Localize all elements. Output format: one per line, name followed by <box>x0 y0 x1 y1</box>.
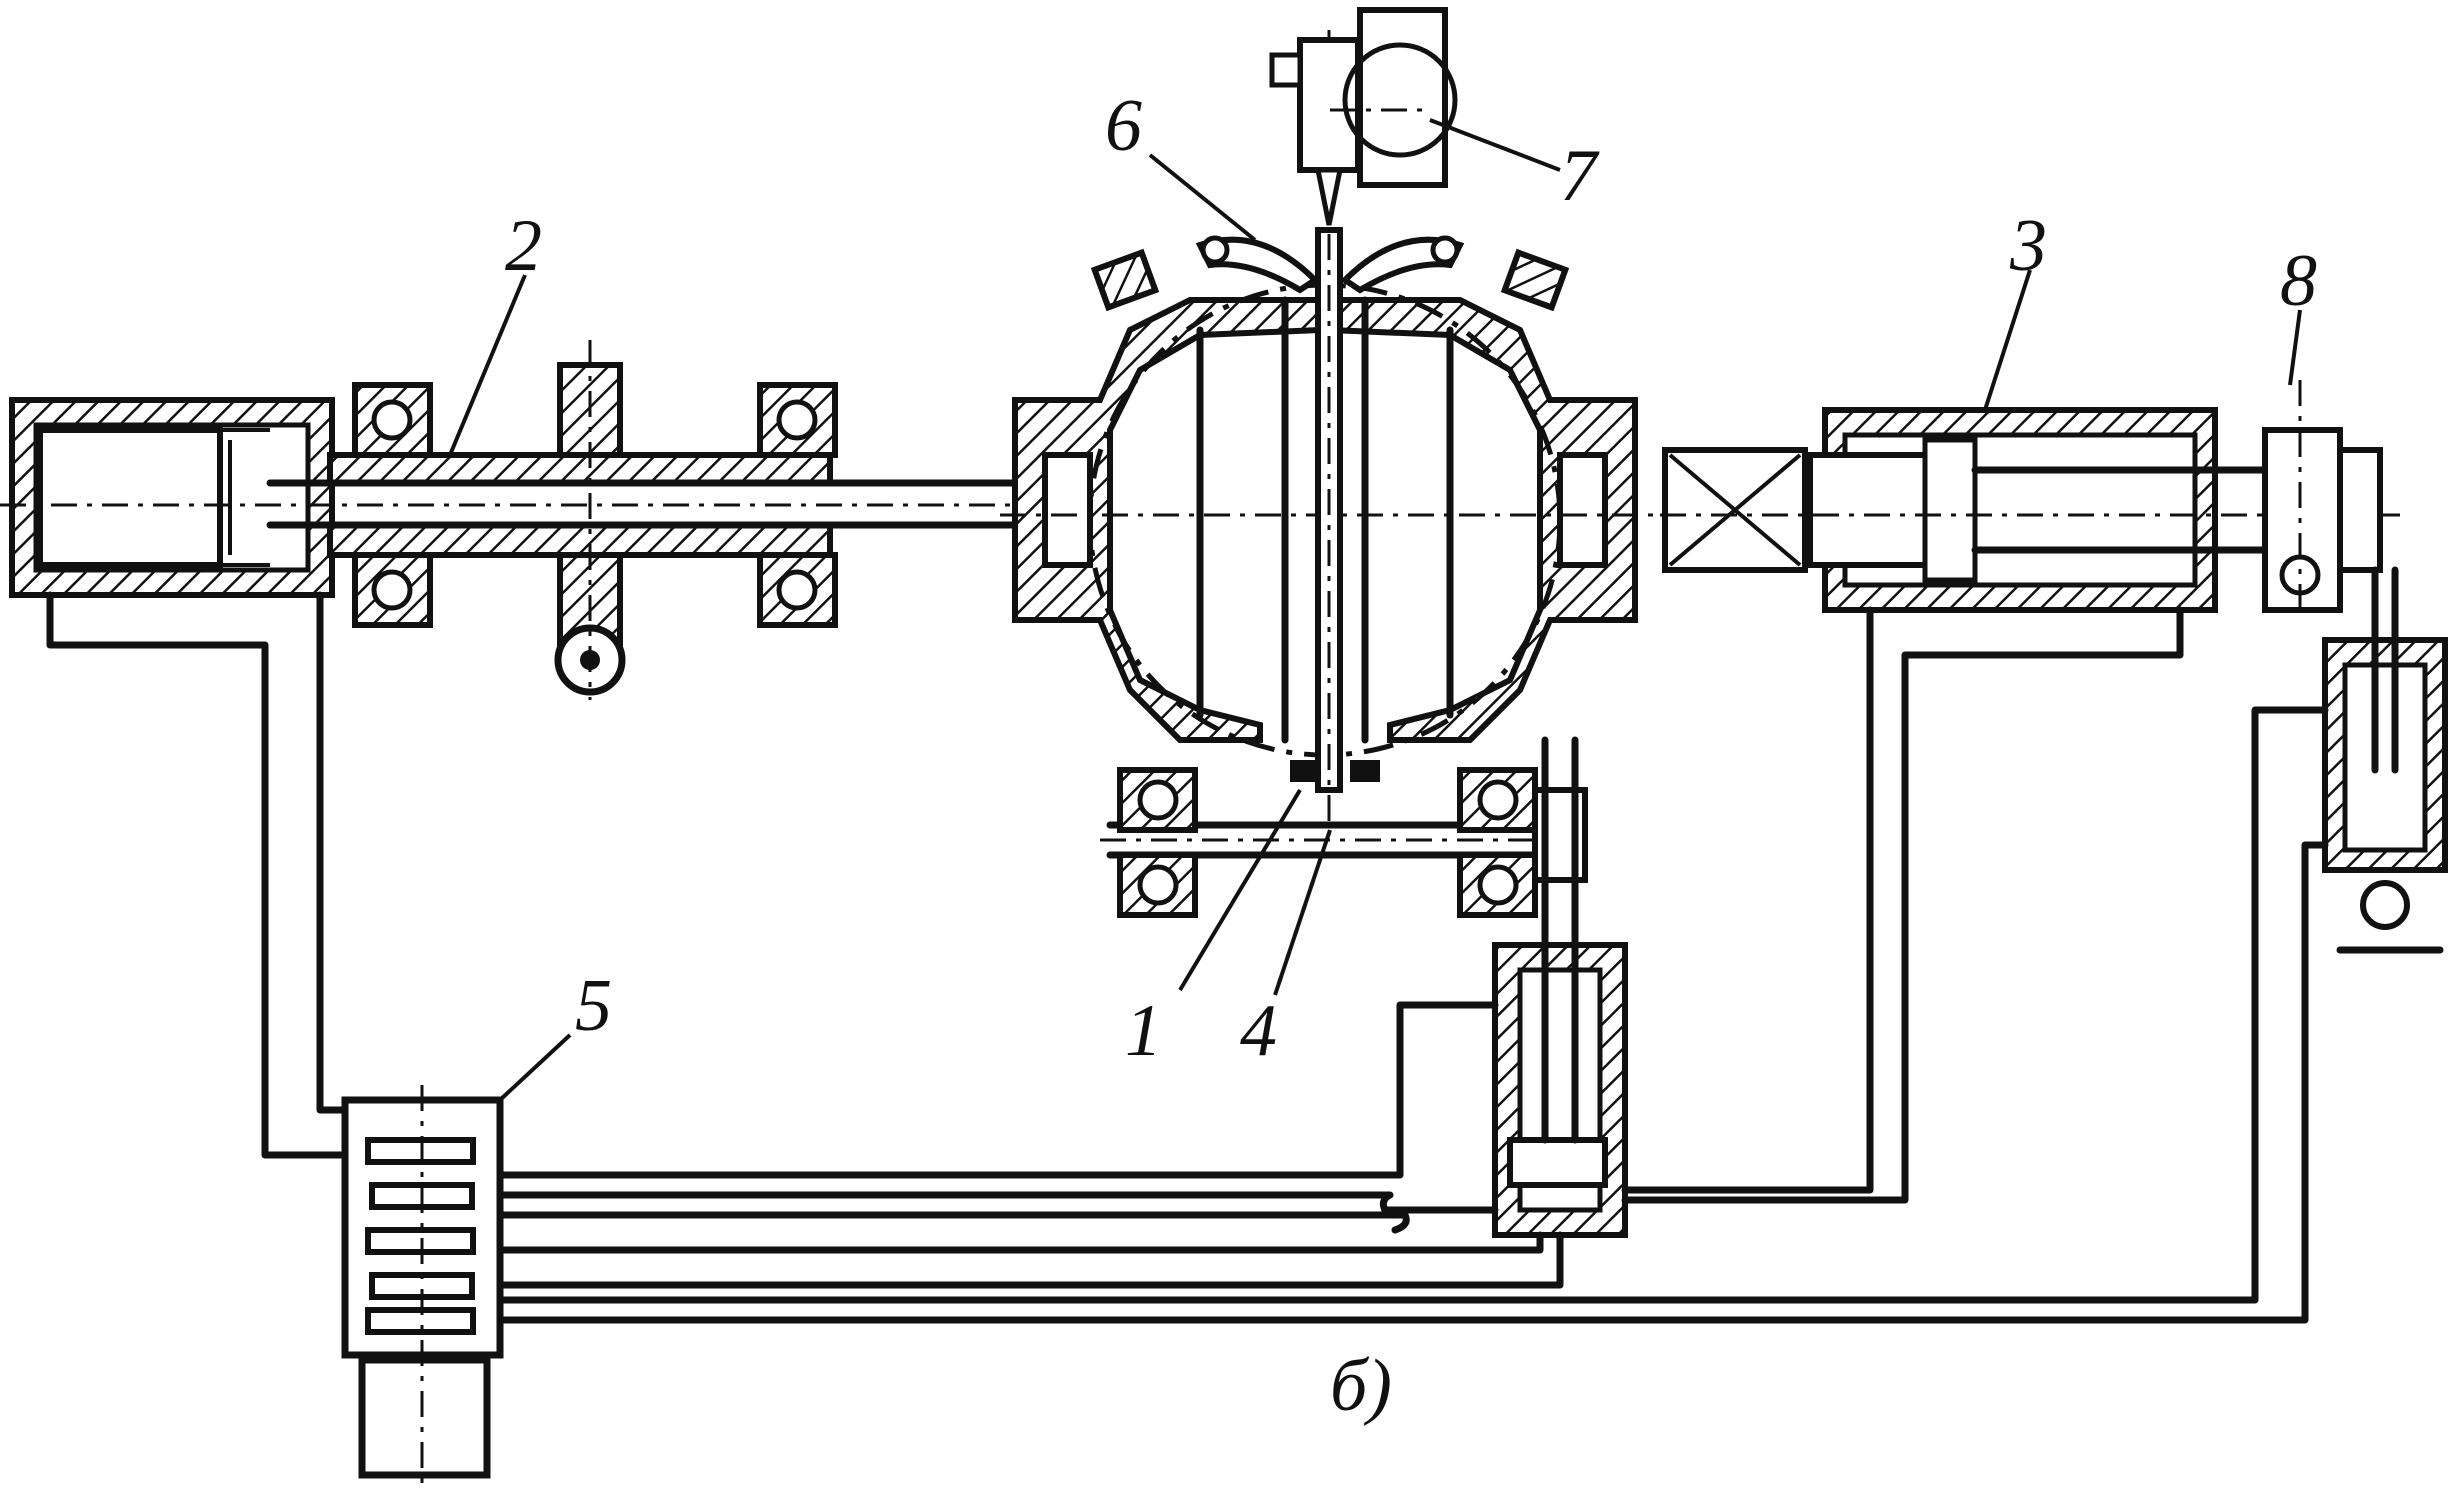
label-2: 2 <box>505 205 542 287</box>
label-3: 3 <box>2009 205 2047 287</box>
right-cylinder <box>1660 407 2400 613</box>
central-needle <box>1315 30 1343 840</box>
bottom-shaft <box>1100 760 1560 918</box>
left-lever <box>554 340 626 700</box>
label-7: 7 <box>1560 135 1600 217</box>
caption: б) <box>1330 1345 1392 1427</box>
left-rod-sleeve <box>0 452 1050 558</box>
gauge-7 <box>1269 7 1458 226</box>
label-5: 5 <box>575 965 612 1047</box>
label-8: 8 <box>2280 240 2317 322</box>
leader-lines <box>448 118 2302 1102</box>
left-bearings <box>352 382 838 628</box>
stop-8 <box>2262 380 2448 954</box>
distributor-5 <box>341 1085 504 1490</box>
label-6: 6 <box>1105 85 1142 167</box>
label-1: 1 <box>1125 990 1162 1072</box>
clamp-6 <box>1090 235 1570 312</box>
hydraulic-lines <box>46 591 2329 1324</box>
label-4: 4 <box>1240 990 1277 1072</box>
left-cylinder <box>9 397 335 598</box>
